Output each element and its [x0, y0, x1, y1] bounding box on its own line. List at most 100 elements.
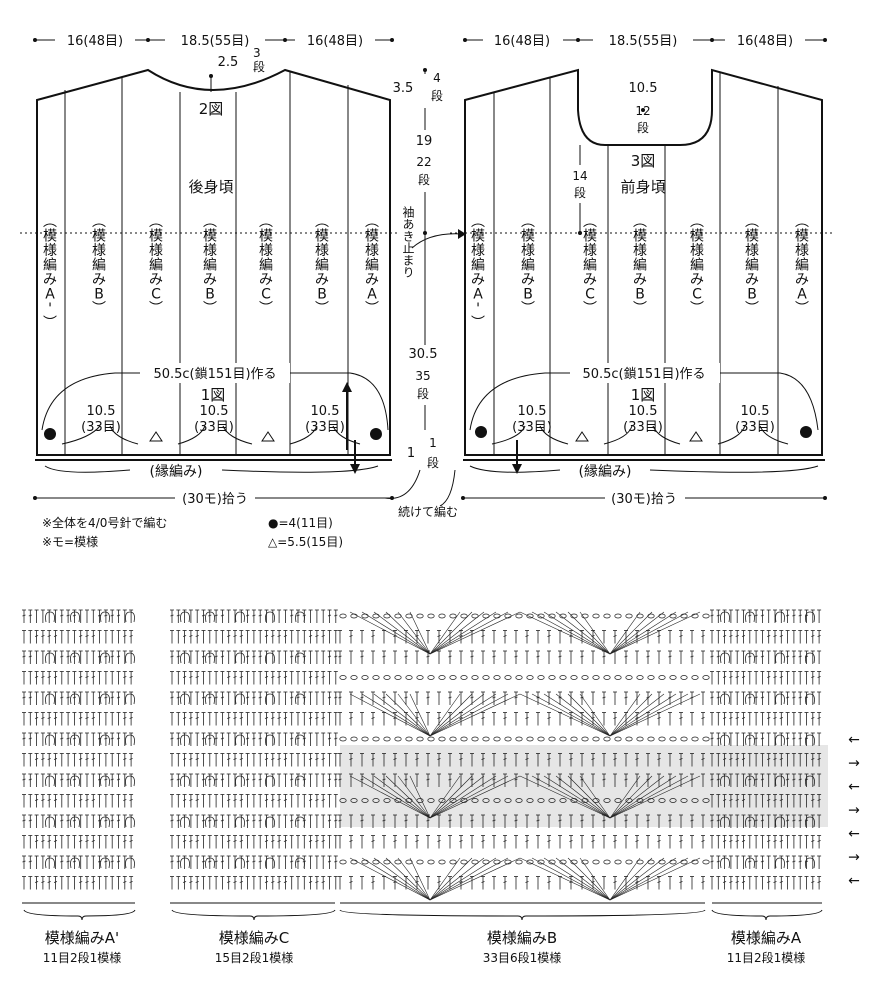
- front-triangle-right: [689, 431, 703, 442]
- back-seg-2-sts: (33目): [194, 420, 234, 435]
- front-dot-marker-left: [475, 426, 487, 438]
- chart-loop-stitch: [45, 857, 55, 869]
- front-top-dimensions: 16(48目) 18.5(55目) 16(48目): [463, 30, 827, 50]
- front-side-width-left: 16(48目): [494, 34, 550, 49]
- chart-loop-stitch: [45, 816, 55, 828]
- row-direction-arrow: ←: [848, 779, 860, 795]
- chart-loop-stitch: [125, 652, 135, 664]
- front-neck-rows-unit: 段: [637, 120, 649, 135]
- chart-row: [22, 855, 822, 869]
- chart-sub-c: 15目2段1模様: [215, 950, 294, 965]
- back-top-dimensions: 16(48目) 18.5(55目) 16(48目): [33, 30, 394, 50]
- back-fig-number: 2図: [199, 100, 224, 118]
- edge-cm: 1: [407, 446, 415, 461]
- row-direction-arrow: →: [848, 756, 860, 772]
- note-needle: ※全体を4/0号針で編む: [42, 515, 167, 530]
- front-seg-1: 10.5: [518, 404, 547, 419]
- chart-loop-stitch: [100, 816, 110, 828]
- chart-loop-stitch: [745, 857, 755, 869]
- back-side-width-right: 16(48目): [307, 34, 363, 49]
- chart-loop-stitch: [180, 775, 190, 787]
- chart-loop-stitch: [235, 857, 245, 869]
- chart-loop-stitch: [805, 816, 815, 828]
- front-neck-width: 10.5: [629, 81, 658, 96]
- front-side-rows: 14: [572, 169, 587, 183]
- chart-loop-stitch: [235, 734, 245, 746]
- front-fig1: 1図: [631, 386, 656, 404]
- chart-loop-stitch: [100, 857, 110, 869]
- chart-label-b: 模様編みB: [487, 929, 557, 947]
- chart-loop-stitch: [180, 816, 190, 828]
- back-seg-3: 10.5: [311, 404, 340, 419]
- armhole-rows: 22: [416, 155, 431, 169]
- chart-loop-stitch: [205, 816, 215, 828]
- back-pickup-label: (30モ)拾う: [182, 492, 248, 507]
- chart-loop-stitch: [45, 693, 55, 705]
- chart-row: [22, 835, 822, 849]
- chart-loop-stitch: [745, 775, 755, 787]
- chart-loop-stitch: [205, 857, 215, 869]
- chart-loop-stitch: [745, 734, 755, 746]
- chart-loop-stitch: [100, 775, 110, 787]
- back-chain-label: 50.5c(鎖151目)作る: [153, 366, 276, 382]
- notes: ※全体を4/0号針で編む ※モ=模様 ●=4(11目) △=5.5(15目): [42, 515, 343, 549]
- chart-loop-stitch: [125, 816, 135, 828]
- chart-row: [22, 671, 822, 685]
- chart-loop-stitch: [805, 652, 815, 664]
- chart-loop-stitch: [70, 693, 80, 705]
- chart-loop-stitch: [235, 693, 245, 705]
- edge-rows-unit: 段: [427, 455, 439, 470]
- chart-loop-stitch: [70, 734, 80, 746]
- back-neck-rows-unit: 段: [253, 59, 265, 74]
- front-dot-marker-right: [800, 426, 812, 438]
- back-seg-2: 10.5: [200, 404, 229, 419]
- armhole-top-rows-unit: 段: [431, 88, 443, 103]
- chart-loop-stitch: [70, 775, 80, 787]
- chart-row: [22, 876, 822, 890]
- front-side-width-right: 16(48目): [737, 34, 793, 49]
- front-seg-1-sts: (33目): [512, 420, 552, 435]
- center-vertical-dimensions: 3.5 4 段 19 22 段 袖あき止まり 30.5 35 段 1 1 段 続…: [384, 68, 466, 519]
- body-length-rows: 35: [415, 369, 430, 383]
- chart-row: [22, 609, 822, 623]
- chart-loop-stitch: [720, 693, 730, 705]
- chart-loop-stitch: [265, 652, 275, 664]
- chart-loop-stitch: [265, 857, 275, 869]
- chart-loop-stitch: [745, 611, 755, 623]
- chart-row: [22, 732, 822, 746]
- chart-loop-stitch: [70, 857, 80, 869]
- chart-loop-stitch: [295, 775, 305, 787]
- chart-loop-stitch: [205, 734, 215, 746]
- back-neck-width: 2.5: [218, 55, 239, 70]
- chart-loop-stitch: [45, 652, 55, 664]
- chart-loop-stitch: [295, 652, 305, 664]
- chart-row: [22, 794, 822, 808]
- back-edging-label: (縁編み): [150, 464, 203, 480]
- chart-loop-stitch: [720, 734, 730, 746]
- chart-loop-stitch: [205, 693, 215, 705]
- chart-loop-stitch: [805, 611, 815, 623]
- row-direction-arrow: →: [848, 850, 860, 866]
- chart-sub-a: 11目2段1模様: [727, 950, 806, 965]
- chart-loop-stitch: [805, 693, 815, 705]
- chart-loop-stitch: [70, 611, 80, 623]
- back-triangle-right: [261, 431, 275, 442]
- chart-loop-stitch: [265, 693, 275, 705]
- chart-loop-stitch: [295, 734, 305, 746]
- chart-loop-stitch: [235, 775, 245, 787]
- back-seg-1-sts: (33目): [81, 420, 121, 435]
- chart-loop-stitch: [295, 611, 305, 623]
- front-title: 前身頃: [620, 178, 665, 196]
- chart-loop-stitch: [180, 652, 190, 664]
- chart-loop-stitch: [295, 693, 305, 705]
- armhole-cm: 19: [416, 134, 433, 149]
- chart-loop-stitch: [70, 652, 80, 664]
